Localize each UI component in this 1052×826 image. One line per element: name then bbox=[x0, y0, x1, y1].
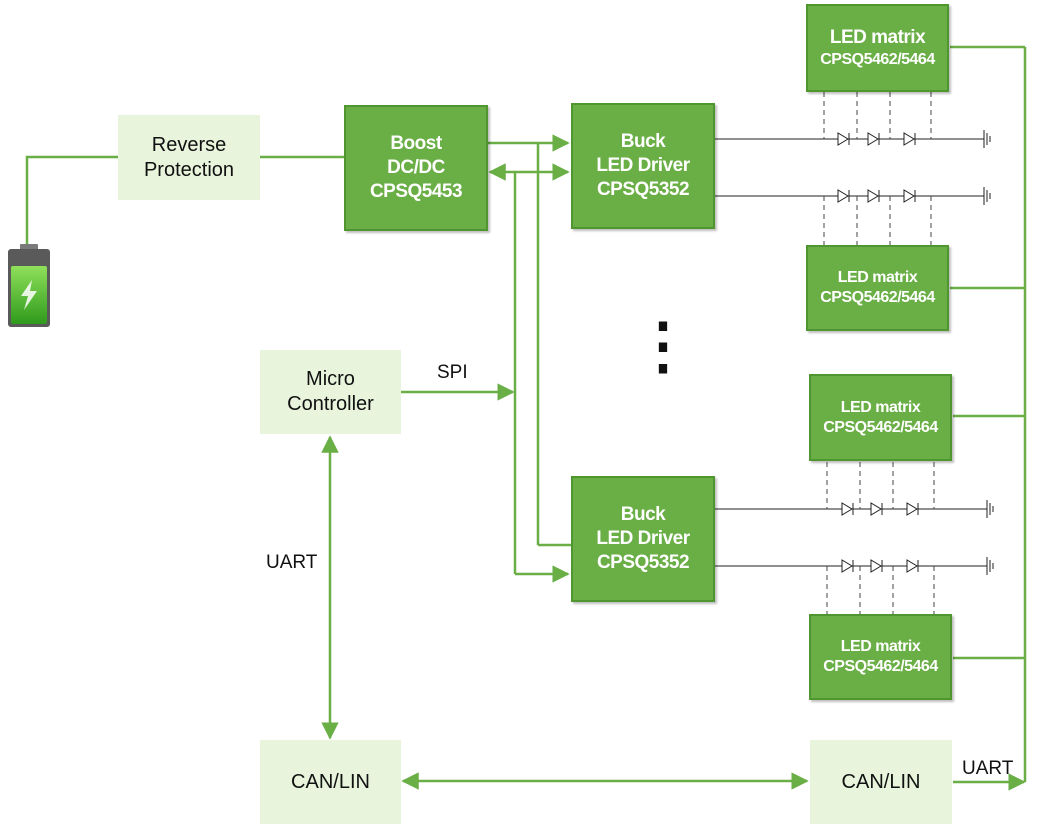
led-diode-icon bbox=[903, 189, 916, 203]
ellipsis-label: ⋮ bbox=[632, 312, 694, 381]
led-matrix-1-block: LED matrix CPSQ5462/5464 bbox=[806, 4, 949, 92]
led-diode-icon bbox=[903, 132, 916, 146]
led-diode-icon bbox=[870, 559, 883, 573]
micro-controller-block: Micro Controller bbox=[260, 350, 401, 434]
led-diode-icon bbox=[870, 502, 883, 516]
buck-bottom-line-1: Buck bbox=[620, 504, 666, 526]
led-matrix-4-line-1: LED matrix bbox=[840, 638, 921, 655]
led-string-wires bbox=[715, 138, 987, 567]
boost-line-1: Boost bbox=[390, 133, 442, 155]
reverse-protection-line-2: Protection bbox=[143, 158, 235, 181]
led-matrix-4-line-2: CPSQ5462/5464 bbox=[823, 658, 938, 675]
can-lin-right-block: CAN/LIN bbox=[810, 740, 952, 824]
reverse-protection-block: Reverse Protection bbox=[118, 115, 260, 200]
led-diode-icon bbox=[837, 189, 850, 203]
ground-symbol-icon bbox=[983, 130, 991, 148]
buck-bottom-line-3: CPSQ5352 bbox=[596, 551, 690, 573]
battery-wire bbox=[25, 155, 118, 245]
buck-led-driver-top-block: Buck LED Driver CPSQ5352 bbox=[571, 103, 715, 229]
battery-charging-icon bbox=[8, 244, 50, 327]
led-diode-icon bbox=[837, 132, 850, 146]
led-matrix-3-block: LED matrix CPSQ5462/5464 bbox=[809, 374, 952, 461]
boost-line-2: DC/DC bbox=[387, 157, 445, 179]
reverse-protection-line-1: Reverse bbox=[151, 133, 227, 156]
green-wires bbox=[25, 45, 1027, 791]
spi-label: SPI bbox=[437, 362, 468, 383]
micro-controller-line-1: Micro bbox=[306, 368, 355, 390]
matrix-bypass-lines bbox=[823, 92, 935, 614]
boost-converter-block: Boost DC/DC CPSQ5453 bbox=[344, 105, 488, 231]
led-diode-icon bbox=[841, 502, 854, 516]
ground-symbol-icon bbox=[983, 187, 991, 205]
led-matrix-3-line-1: LED matrix bbox=[840, 398, 921, 416]
ground-symbol-icon bbox=[986, 557, 994, 575]
micro-controller-line-2: Controller bbox=[287, 393, 374, 415]
uart-left-label: UART bbox=[266, 552, 318, 573]
led-matrix-2-line-1: LED matrix bbox=[837, 269, 918, 286]
buck-top-line-3: CPSQ5352 bbox=[596, 178, 690, 200]
can-lin-right-label: CAN/LIN bbox=[841, 770, 921, 793]
led-matrix-3-line-2: CPSQ5462/5464 bbox=[823, 418, 938, 436]
led-diode-icon bbox=[867, 189, 880, 203]
led-diode-icon bbox=[867, 132, 880, 146]
boost-line-3: CPSQ5453 bbox=[369, 180, 463, 202]
led-matrix-1-line-1: LED matrix bbox=[829, 27, 926, 49]
can-lin-left-label: CAN/LIN bbox=[291, 770, 370, 793]
led-diode-icon bbox=[906, 502, 919, 516]
buck-led-driver-bottom-block: Buck LED Driver CPSQ5352 bbox=[571, 476, 715, 602]
uart-right-label: UART bbox=[962, 758, 1014, 779]
led-matrix-1-line-2: CPSQ5462/5464 bbox=[820, 50, 935, 68]
led-diode-icon bbox=[906, 559, 919, 573]
buck-top-line-1: Buck bbox=[620, 131, 666, 153]
led-diode-icon bbox=[841, 559, 854, 573]
buck-top-line-2: LED Driver bbox=[596, 155, 690, 177]
led-matrix-4-block: LED matrix CPSQ5462/5464 bbox=[809, 614, 952, 700]
led-matrix-2-block: LED matrix CPSQ5462/5464 bbox=[806, 245, 949, 331]
ground-symbol-icon bbox=[986, 500, 994, 518]
buck-bottom-line-2: LED Driver bbox=[596, 528, 690, 550]
led-matrix-2-line-2: CPSQ5462/5464 bbox=[820, 289, 935, 306]
can-lin-left-block: CAN/LIN bbox=[260, 740, 401, 824]
